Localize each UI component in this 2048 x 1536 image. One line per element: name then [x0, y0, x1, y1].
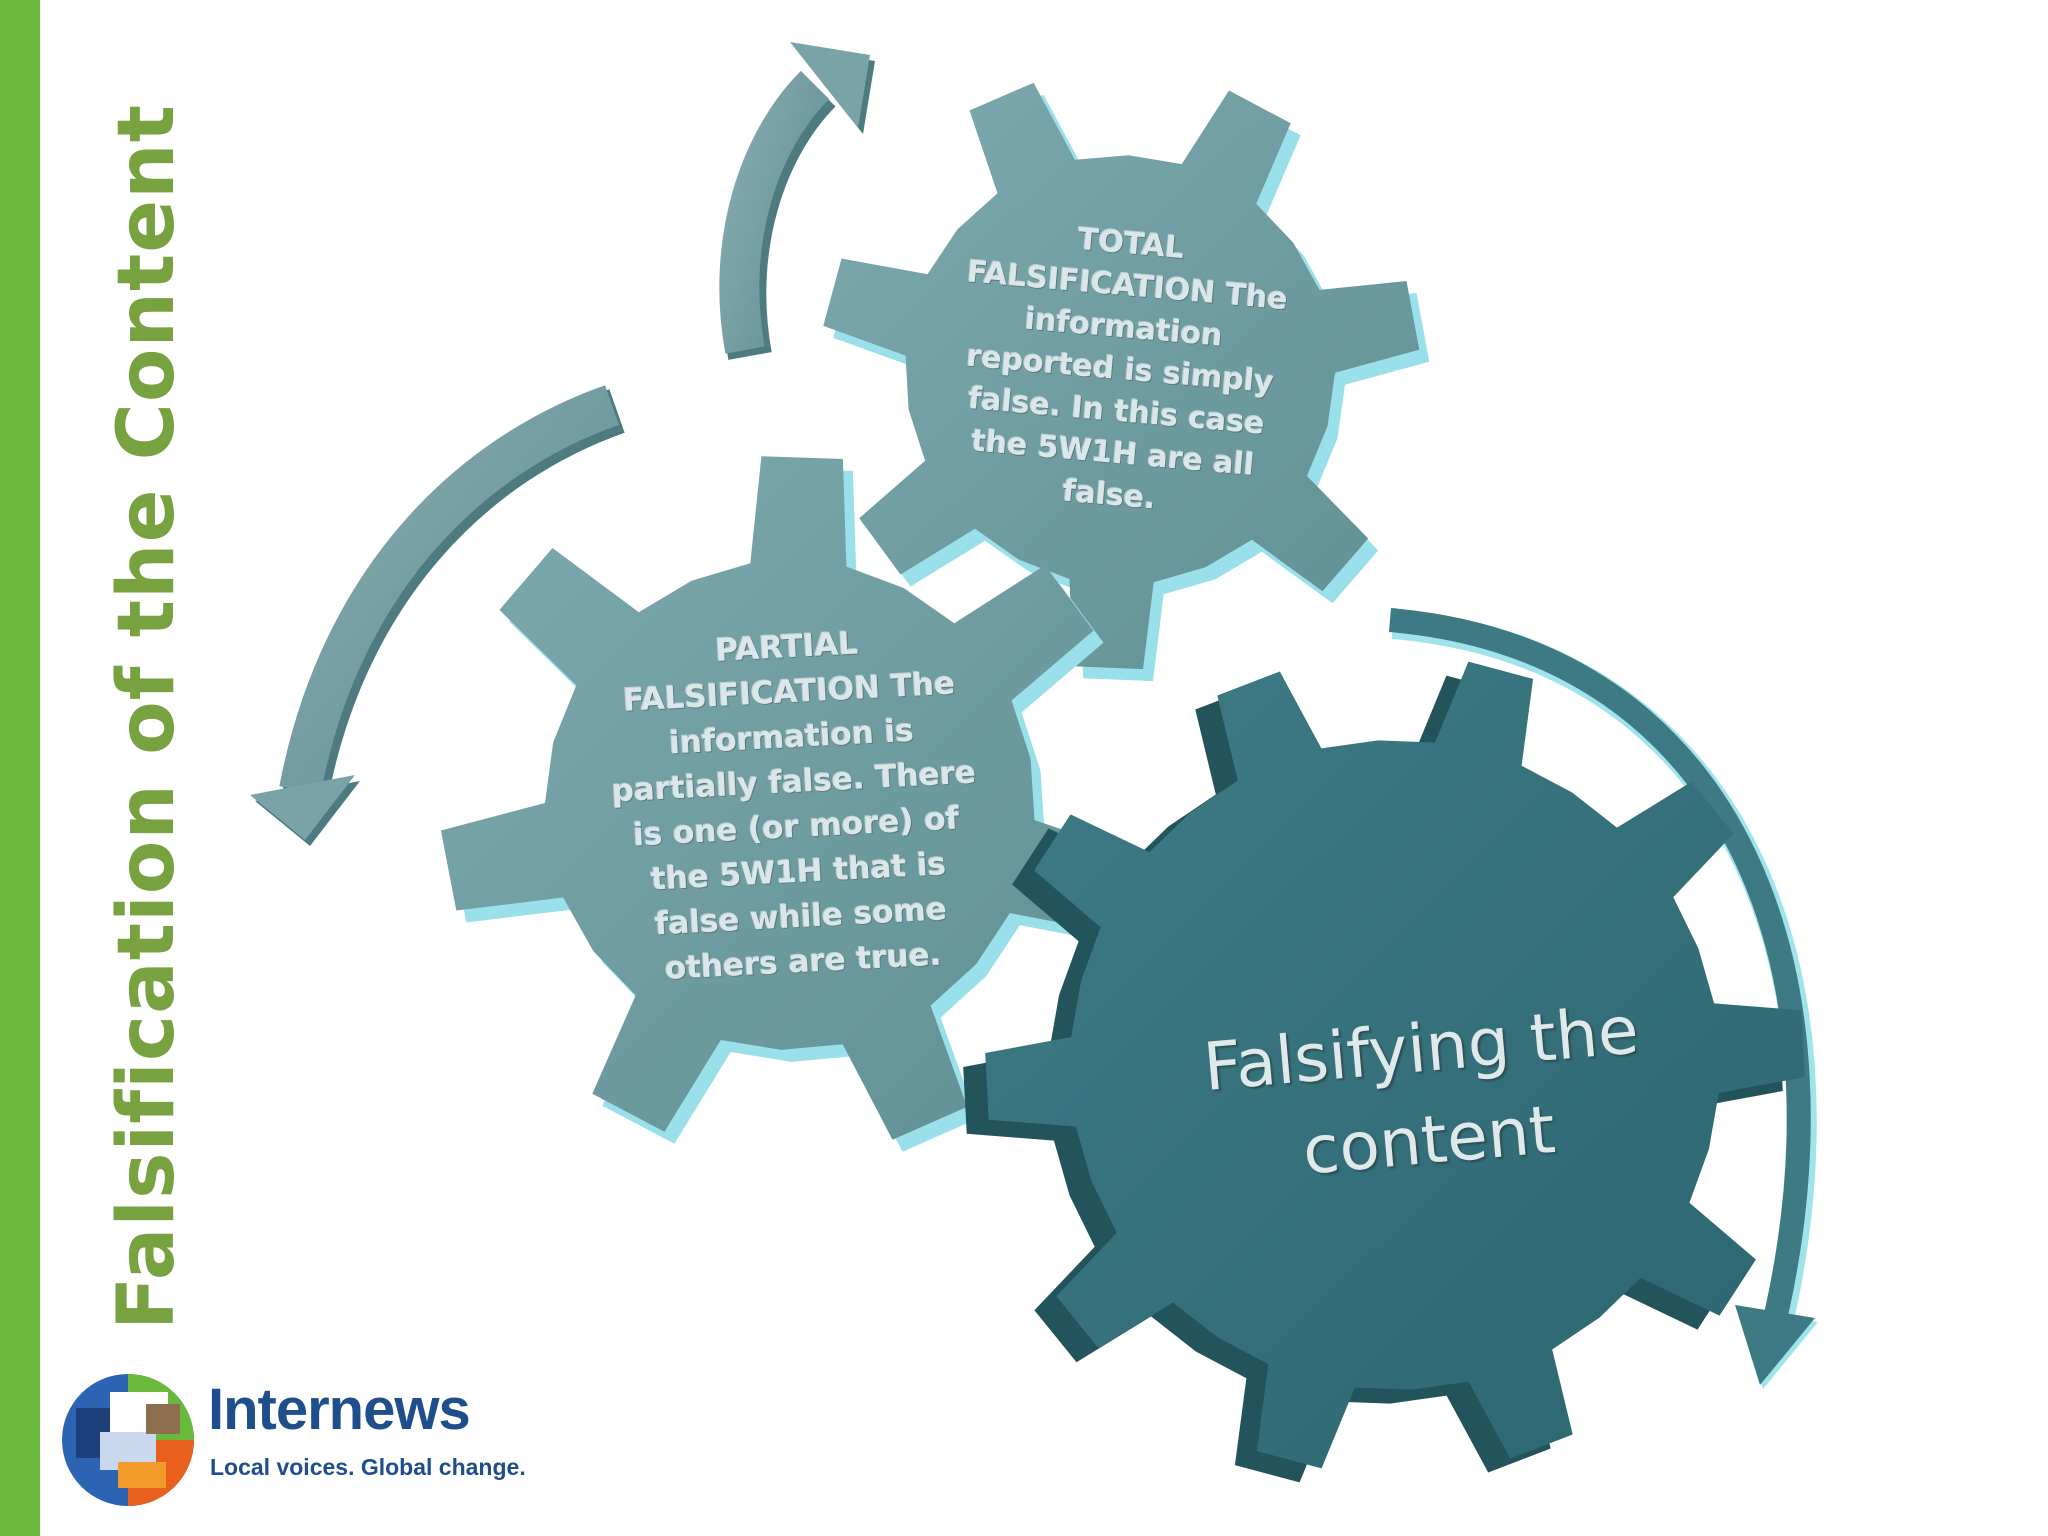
left-accent-bar [0, 0, 40, 1536]
internews-logo: Internews Local voices. Global change. [58, 1370, 526, 1510]
arrow-top-curve [719, 42, 875, 360]
gear-total [823, 82, 1430, 682]
logo-tagline: Local voices. Global change. [210, 1454, 526, 1480]
gear-main-label: Falsifying the content [1200, 991, 1642, 1190]
arrow-right-curve [1388, 608, 1818, 1389]
gear-total-label: TOTAL FALSIFICATION The information repo… [965, 221, 1290, 517]
gear-main [963, 661, 1805, 1483]
arrow-left-curve [250, 385, 625, 846]
logo-name: Internews [208, 1377, 471, 1442]
internews-logo-mark [62, 1374, 194, 1506]
gear-partial-label: PARTIAL FALSIFICATION The information is… [610, 625, 977, 988]
gear-partial [440, 456, 1147, 1152]
